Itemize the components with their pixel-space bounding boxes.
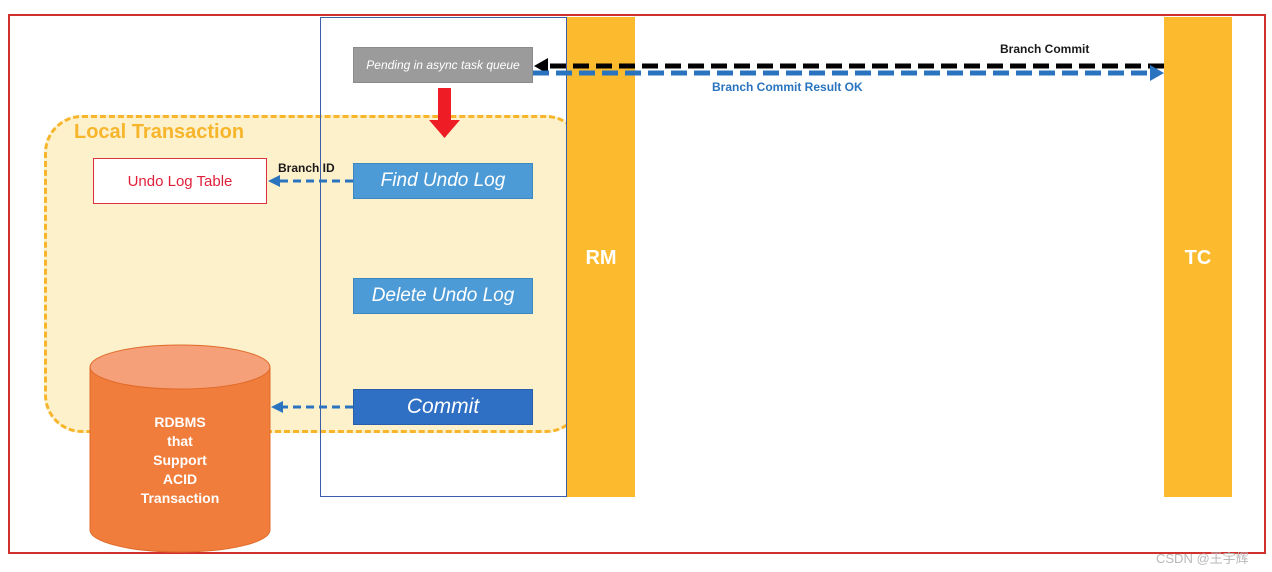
- branch-id-label: Branch ID: [278, 161, 335, 175]
- branch-id-arrowhead: [268, 175, 280, 187]
- branch-commit-result-arrowhead: [1150, 65, 1164, 81]
- database-label-line: that: [167, 433, 193, 449]
- pending-async-queue-box: Pending in async task queue: [353, 47, 533, 83]
- diagram-frame: [8, 14, 1266, 554]
- database-label-line: ACID: [162, 471, 198, 487]
- branch-commit-label: Branch Commit: [1000, 42, 1090, 56]
- delete-undo-log-box: Delete Undo Log: [353, 278, 533, 314]
- database-label: RDBMS that Support ACID Transaction: [90, 413, 270, 508]
- rm-bar: RM: [567, 17, 635, 497]
- undo-log-table-box: Undo Log Table: [93, 158, 267, 204]
- branch-commit-result-label: Branch Commit Result OK: [712, 80, 863, 94]
- red-down-arrow: [429, 88, 460, 138]
- rm-process-panel: [320, 17, 567, 497]
- tc-label: TC: [1184, 246, 1212, 269]
- commit-db-arrowhead: [271, 401, 283, 413]
- database-label-line: RDBMS: [154, 414, 206, 430]
- database-label-line: Support: [153, 452, 207, 468]
- local-transaction-label: Local Transaction: [74, 121, 245, 143]
- database-label-line: Transaction: [140, 490, 220, 506]
- commit-box: Commit: [353, 389, 533, 425]
- rm-label: RM: [585, 246, 617, 269]
- branch-commit-arrowhead: [534, 58, 548, 74]
- database-cylinder: [89, 344, 271, 553]
- find-undo-log-box: Find Undo Log: [353, 163, 533, 199]
- tc-bar: TC: [1164, 17, 1232, 497]
- watermark: CSDN @王宇辉: [1156, 551, 1249, 566]
